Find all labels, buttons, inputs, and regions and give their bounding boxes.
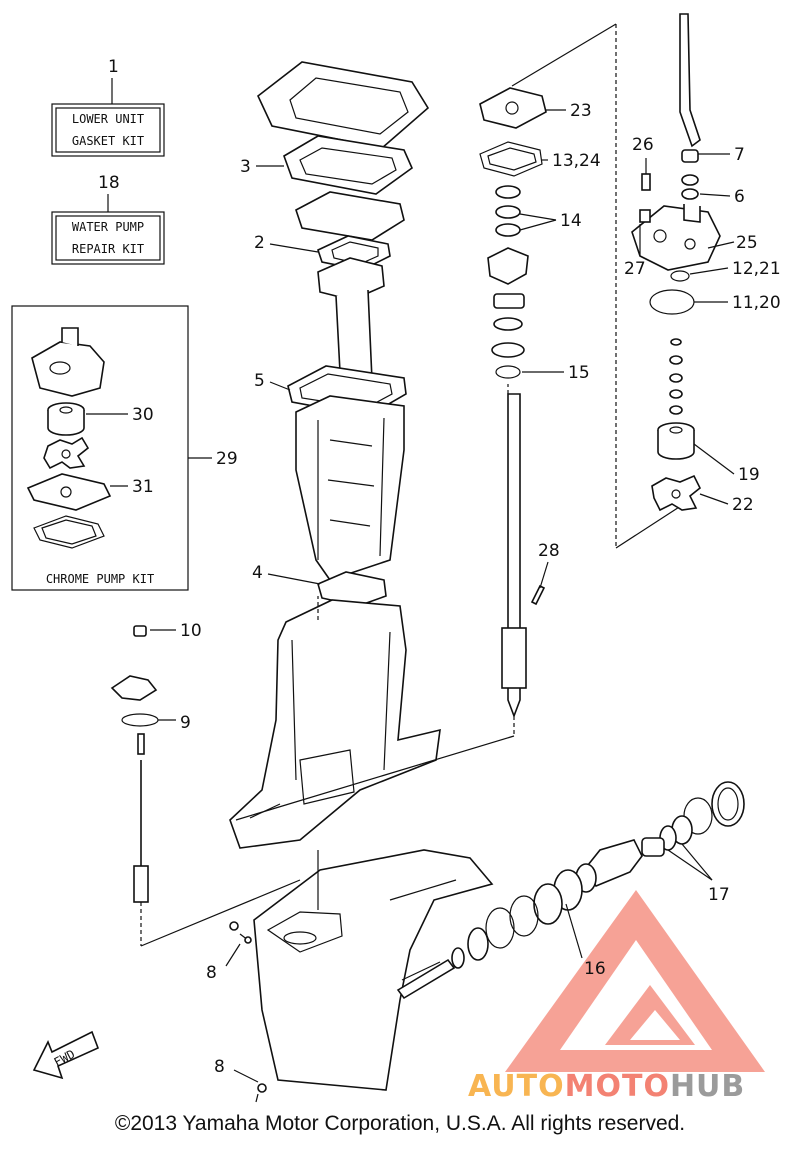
gear-case (253, 849, 494, 1091)
callout-27: 27 (624, 259, 646, 279)
logo-part-hub: HUB (670, 1069, 745, 1104)
callout-4: 4 (252, 563, 263, 583)
callout-29: 29 (216, 449, 238, 469)
callout-12-21: 12,21 (732, 259, 781, 279)
water-pump-assembly: 7 6 26 27 25 12,21 11,20 19 (624, 13, 781, 515)
water-pump-kit-line1: WATER PUMP (72, 220, 144, 234)
gasket-stack: 3 2 5 (240, 61, 430, 417)
callout-10: 10 (180, 621, 202, 641)
callout-17: 17 (708, 885, 730, 905)
copyright-notice: ©2013 Yamaha Motor Corporation, U.S.A. A… (114, 1112, 686, 1135)
upper-casing: 4 (252, 395, 405, 607)
callout-16: 16 (584, 959, 606, 979)
callout-11-20: 11,20 (732, 293, 781, 313)
bolt-8-lower: 8 (214, 1057, 267, 1103)
gasket-kit-line1: LOWER UNIT (72, 112, 144, 126)
propeller-shaft-assembly: 17 16 (396, 781, 745, 1000)
water-pump-kit-box: 18 WATER PUMP REPAIR KIT (51, 173, 165, 265)
callout-5: 5 (254, 371, 265, 391)
shift-rod-assembly: 10 9 (110, 621, 301, 947)
driveshaft: 28 (235, 393, 560, 821)
seal-column: 23 13,24 14 15 (479, 23, 691, 549)
callout-8a: 8 (206, 963, 217, 983)
callout-13-24: 13,24 (552, 151, 601, 171)
automotohub-logo: AUTOMOTOHUB (468, 890, 765, 1104)
gasket-kit-box: 1 LOWER UNIT GASKET KIT (51, 57, 165, 157)
logo-part-auto: AUTO (468, 1069, 565, 1104)
callout-8b: 8 (214, 1057, 225, 1077)
callout-6: 6 (734, 187, 745, 207)
gasket-kit-line2: GASKET KIT (72, 134, 144, 148)
callout-22: 22 (732, 495, 754, 515)
callout-28: 28 (538, 541, 560, 561)
callout-9: 9 (180, 713, 191, 733)
callout-7: 7 (734, 145, 745, 165)
callout-23: 23 (570, 101, 592, 121)
callout-1: 1 (108, 57, 119, 77)
callout-2: 2 (254, 233, 265, 253)
driveshaft-housing (229, 599, 441, 849)
callout-26: 26 (632, 135, 654, 155)
callout-31: 31 (132, 477, 154, 497)
water-pump-kit-line2: REPAIR KIT (72, 242, 144, 256)
fwd-arrow: FWD (32, 1030, 100, 1080)
exploded-parts-diagram: AUTOMOTOHUB 1 LOWER UNIT GASKET KIT 18 W… (11, 13, 781, 1104)
callout-18: 18 (98, 173, 120, 193)
bolt-8-upper: 8 (206, 921, 252, 983)
chrome-kit-title: CHROME PUMP KIT (46, 572, 154, 586)
svg-text:AUTOMOTOHUB: AUTOMOTOHUB (468, 1069, 745, 1104)
callout-30: 30 (132, 405, 154, 425)
callout-3: 3 (240, 157, 251, 177)
chrome-pump-kit-box: 30 31 CHROME PUMP KIT 29 (11, 305, 238, 591)
callout-19: 19 (738, 465, 760, 485)
logo-part-moto: MOTO (565, 1069, 670, 1104)
callout-15: 15 (568, 363, 590, 383)
callout-25: 25 (736, 233, 758, 253)
callout-14: 14 (560, 211, 582, 231)
